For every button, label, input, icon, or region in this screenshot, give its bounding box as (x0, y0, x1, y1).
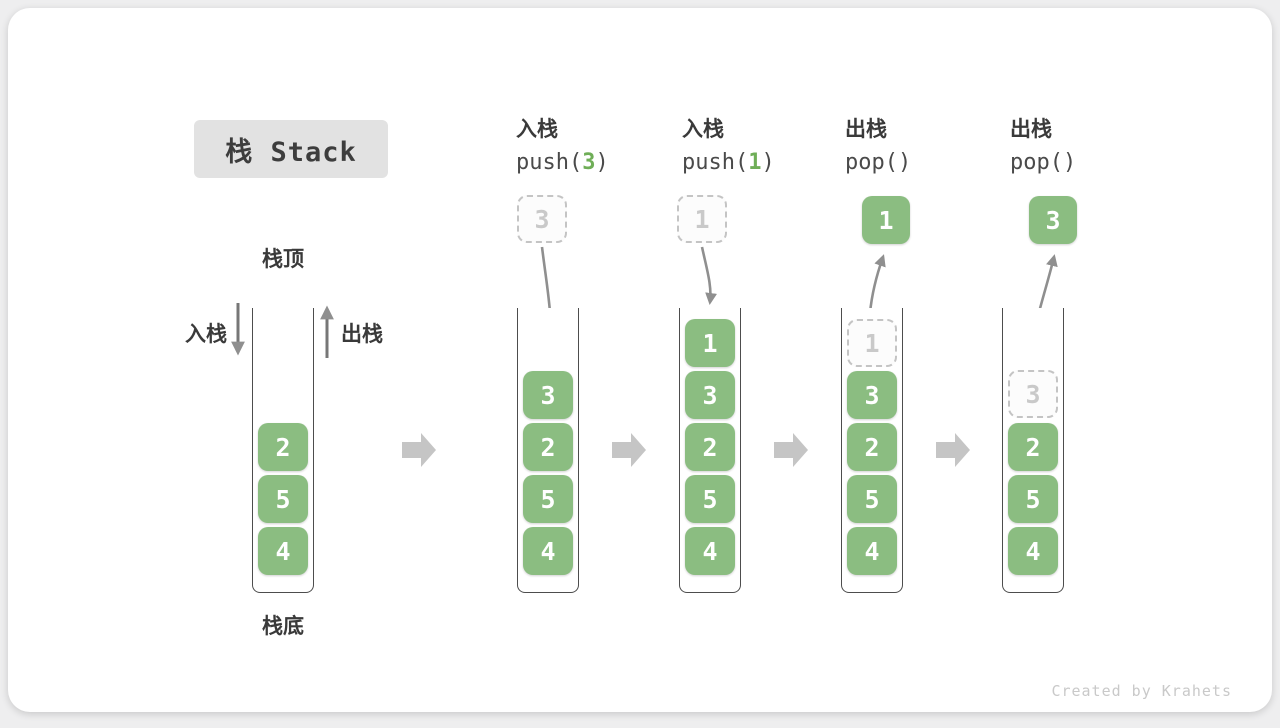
stack-item: 2 (523, 423, 573, 471)
op-name: 入栈 (516, 117, 558, 141)
stack-item: 5 (847, 475, 897, 523)
push-side-label: 入栈 (185, 322, 227, 346)
stack-item: 3 (523, 371, 573, 419)
stack-item: 5 (1008, 475, 1058, 523)
op-name: 出栈 (845, 117, 887, 141)
pop-side-label: 出栈 (341, 322, 383, 346)
op-label-push-1: 入栈 push(1) (682, 113, 775, 175)
stack-item: 3 (847, 371, 897, 419)
op-code: push(3) (516, 150, 609, 175)
stack-item: 2 (685, 423, 735, 471)
stack-item: 3 (685, 371, 735, 419)
stack-item: 4 (685, 527, 735, 575)
page-title-text: 栈 Stack (225, 136, 357, 168)
stage-flow-arrow-icon-1 (402, 433, 436, 467)
op-name: 出栈 (1010, 117, 1052, 141)
op-label-pop-1: 出栈 pop() (845, 113, 911, 175)
page-title: 栈 Stack (194, 120, 388, 178)
stack-item: 5 (523, 475, 573, 523)
popped-item: 1 (862, 196, 910, 244)
op-code: push(1) (682, 150, 775, 175)
op-label-push-3: 入栈 push(3) (516, 113, 609, 175)
pending-item: 3 (517, 195, 567, 243)
op-code: pop() (1010, 150, 1077, 175)
ghost-item: 3 (1008, 370, 1058, 418)
stack-item: 2 (258, 423, 308, 471)
ghost-item: 1 (847, 319, 897, 367)
push-1-arrow-icon (700, 246, 718, 305)
stack-item: 1 (685, 319, 735, 367)
diagram-card: 栈 Stack 栈顶 栈底 入栈 出栈 2 5 4 入栈 push(3) 3 3… (8, 8, 1272, 712)
stack-top-label: 栈顶 (262, 247, 304, 271)
op-label-pop-3: 出栈 pop() (1010, 113, 1076, 175)
pop-1-arrow-icon (868, 254, 886, 314)
stack-item: 4 (1008, 527, 1058, 575)
stage-flow-arrow-icon-3 (774, 433, 808, 467)
pending-item: 1 (677, 195, 727, 243)
stack-item: 5 (258, 475, 308, 523)
popped-item: 3 (1029, 196, 1077, 244)
stack-item: 4 (523, 527, 573, 575)
stack-item: 4 (258, 527, 308, 575)
stack-item: 2 (847, 423, 897, 471)
stack-bottom-label: 栈底 (262, 614, 304, 638)
stage-flow-arrow-icon-4 (936, 433, 970, 467)
stack-item: 4 (847, 527, 897, 575)
arrows-overlay (231, 246, 1058, 467)
op-code: pop() (845, 150, 912, 175)
stack-item: 5 (685, 475, 735, 523)
op-name: 入栈 (682, 117, 724, 141)
watermark: Created by Krahets (1051, 682, 1232, 700)
stage-flow-arrow-icon-2 (612, 433, 646, 467)
stack-item: 2 (1008, 423, 1058, 471)
